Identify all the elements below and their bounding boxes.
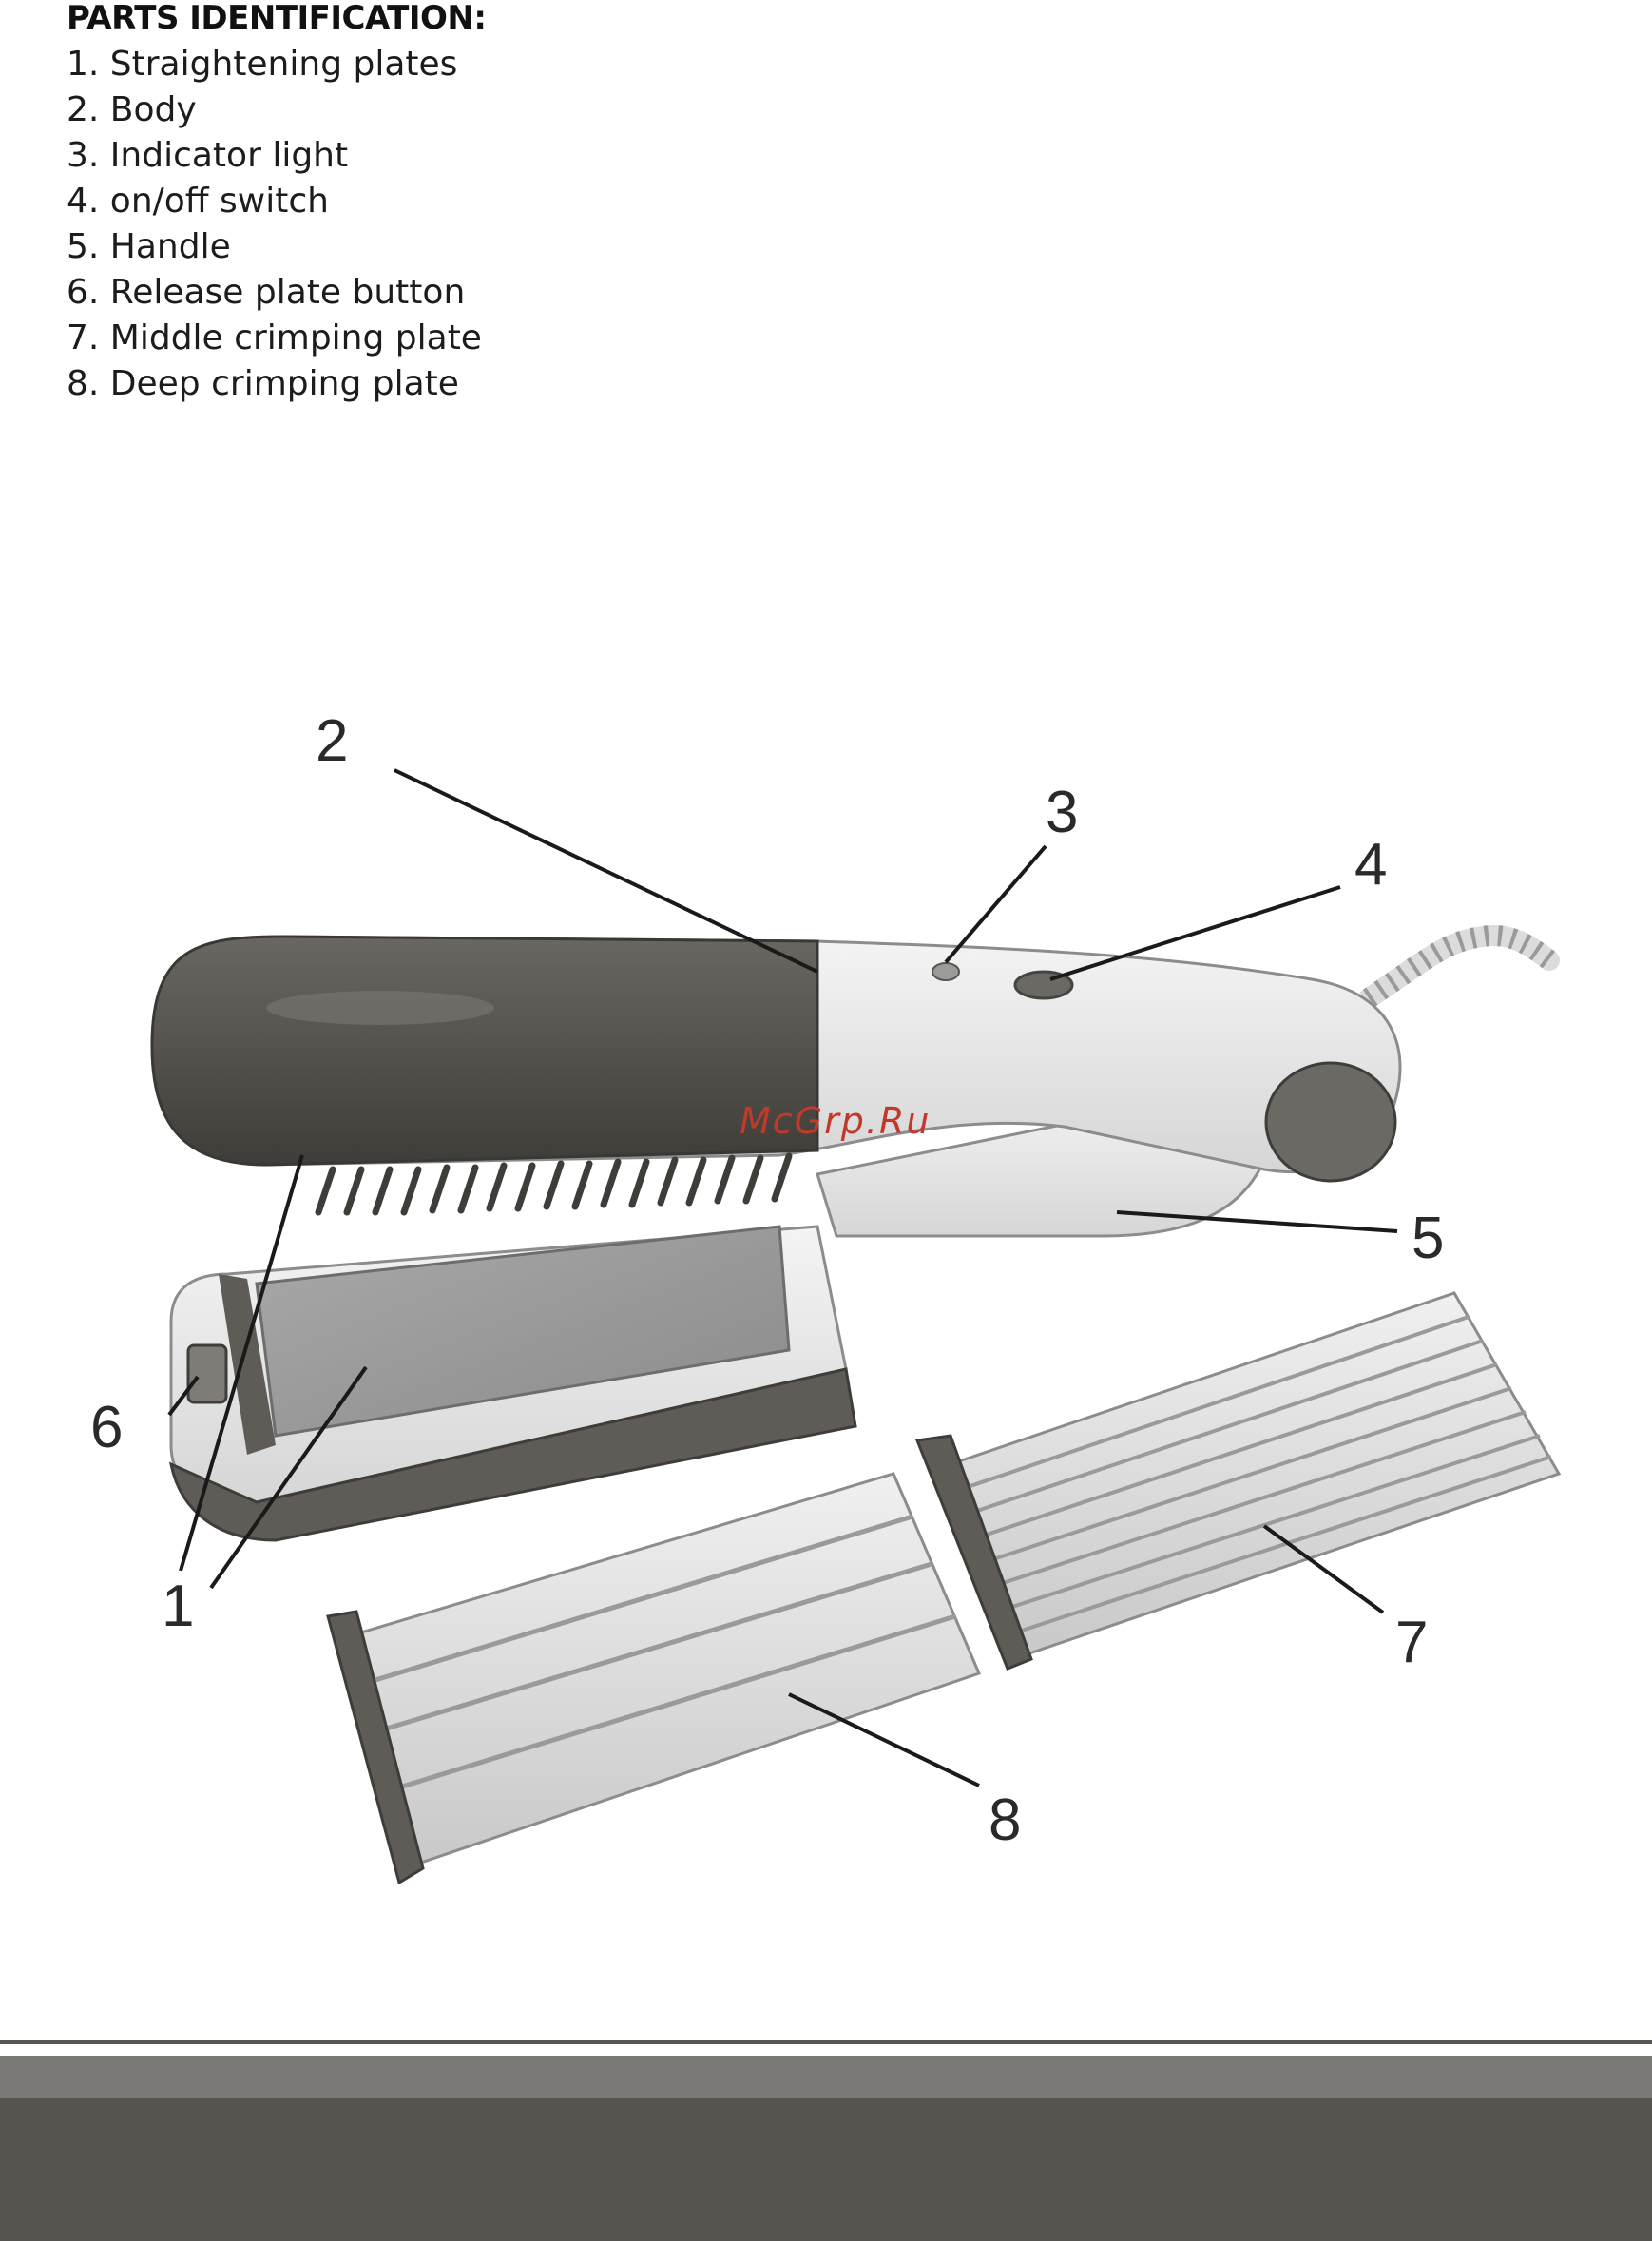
straightener-illustration: 1 2 3 4 5 6 7 8 McGrp.Ru	[0, 666, 1652, 1949]
callout-4: 4	[1354, 832, 1387, 898]
list-item: 1. Straightening plates	[67, 42, 732, 87]
watermark: McGrp.Ru	[740, 1100, 931, 1142]
callout-6: 6	[90, 1395, 123, 1460]
callout-7: 7	[1395, 1610, 1428, 1675]
callout-5: 5	[1412, 1206, 1444, 1271]
parts-list: 1. Straightening plates 2. Body 3. Indic…	[67, 42, 732, 407]
power-cord	[1369, 936, 1549, 998]
callout-3: 3	[1046, 780, 1078, 845]
parts-heading: PARTS IDENTIFICATION:	[67, 0, 732, 36]
lower-plate-housing	[171, 1227, 855, 1540]
list-item: 6. Release plate button	[67, 270, 732, 316]
callout-8: 8	[989, 1787, 1021, 1853]
hinge-knob	[1266, 1063, 1395, 1181]
list-item: 2. Body	[67, 87, 732, 133]
indicator-light	[932, 963, 959, 980]
list-item: 3. Indicator light	[67, 133, 732, 179]
middle-crimping-plate	[917, 1293, 1559, 1669]
list-item: 8. Deep crimping plate	[67, 361, 732, 407]
footer-divider	[0, 2040, 1652, 2044]
list-item: 4. on/off switch	[67, 179, 732, 224]
callout-1: 1	[162, 1574, 194, 1639]
list-item: 5. Handle	[67, 224, 732, 270]
deep-crimping-plate	[328, 1474, 979, 1883]
footer-band-light	[0, 2056, 1652, 2098]
callout-2: 2	[316, 708, 348, 774]
list-item: 7. Middle crimping plate	[67, 316, 732, 361]
footer-band-dark	[0, 2098, 1652, 2241]
release-plate-button	[188, 1345, 226, 1402]
upper-dark-cover	[152, 937, 817, 1165]
comb-teeth	[318, 1156, 789, 1212]
parts-identification: PARTS IDENTIFICATION: 1. Straightening p…	[67, 0, 732, 407]
